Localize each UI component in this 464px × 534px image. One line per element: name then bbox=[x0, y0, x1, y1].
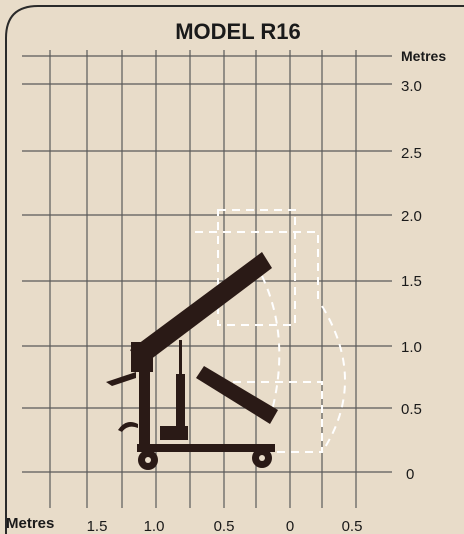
crank-handle bbox=[106, 372, 136, 386]
cylinder-rod bbox=[179, 340, 182, 378]
y-tick-label: 2.0 bbox=[401, 208, 422, 225]
wheel-hub bbox=[259, 455, 265, 461]
base-block bbox=[160, 426, 188, 440]
lift-machine-silhouette bbox=[106, 252, 278, 470]
y-tick-label: 0.5 bbox=[401, 401, 422, 418]
y-axis-ticks: 3.0 2.5 2.0 1.5 1.0 0.5 0 bbox=[401, 78, 422, 483]
diagram-frame bbox=[5, 5, 464, 534]
lowered-platform bbox=[196, 366, 278, 424]
lift-cylinder bbox=[176, 374, 185, 436]
x-tick-label: 0.5 bbox=[342, 518, 363, 534]
wheel-hub bbox=[145, 457, 151, 463]
y-tick-label: 2.5 bbox=[401, 145, 422, 162]
mast bbox=[139, 360, 150, 452]
rear-handle bbox=[118, 422, 138, 432]
raised-boom bbox=[130, 252, 272, 366]
y-tick-label: 0 bbox=[406, 466, 414, 483]
y-tick-label: 1.5 bbox=[401, 273, 422, 290]
reach-arc-inner bbox=[261, 275, 281, 419]
y-tick-label: 1.0 bbox=[401, 339, 422, 356]
grid bbox=[22, 50, 392, 508]
x-tick-label: 0.5 bbox=[214, 518, 235, 534]
upper-envelope-wide bbox=[195, 231, 319, 300]
reach-arc-outer bbox=[321, 305, 346, 453]
lower-envelope bbox=[205, 381, 323, 453]
y-axis-unit-label: Metres bbox=[401, 48, 446, 64]
diagram-title: MODEL R16 bbox=[175, 19, 301, 44]
x-tick-label: 0 bbox=[286, 518, 294, 534]
reach-envelope bbox=[195, 209, 346, 453]
y-tick-label: 3.0 bbox=[401, 78, 422, 95]
upper-envelope-outline bbox=[217, 209, 296, 326]
x-tick-label: 1.5 bbox=[87, 518, 108, 534]
x-axis-unit-label: Metres bbox=[6, 515, 54, 532]
x-tick-label: 1.0 bbox=[144, 518, 165, 534]
chassis bbox=[137, 444, 275, 452]
